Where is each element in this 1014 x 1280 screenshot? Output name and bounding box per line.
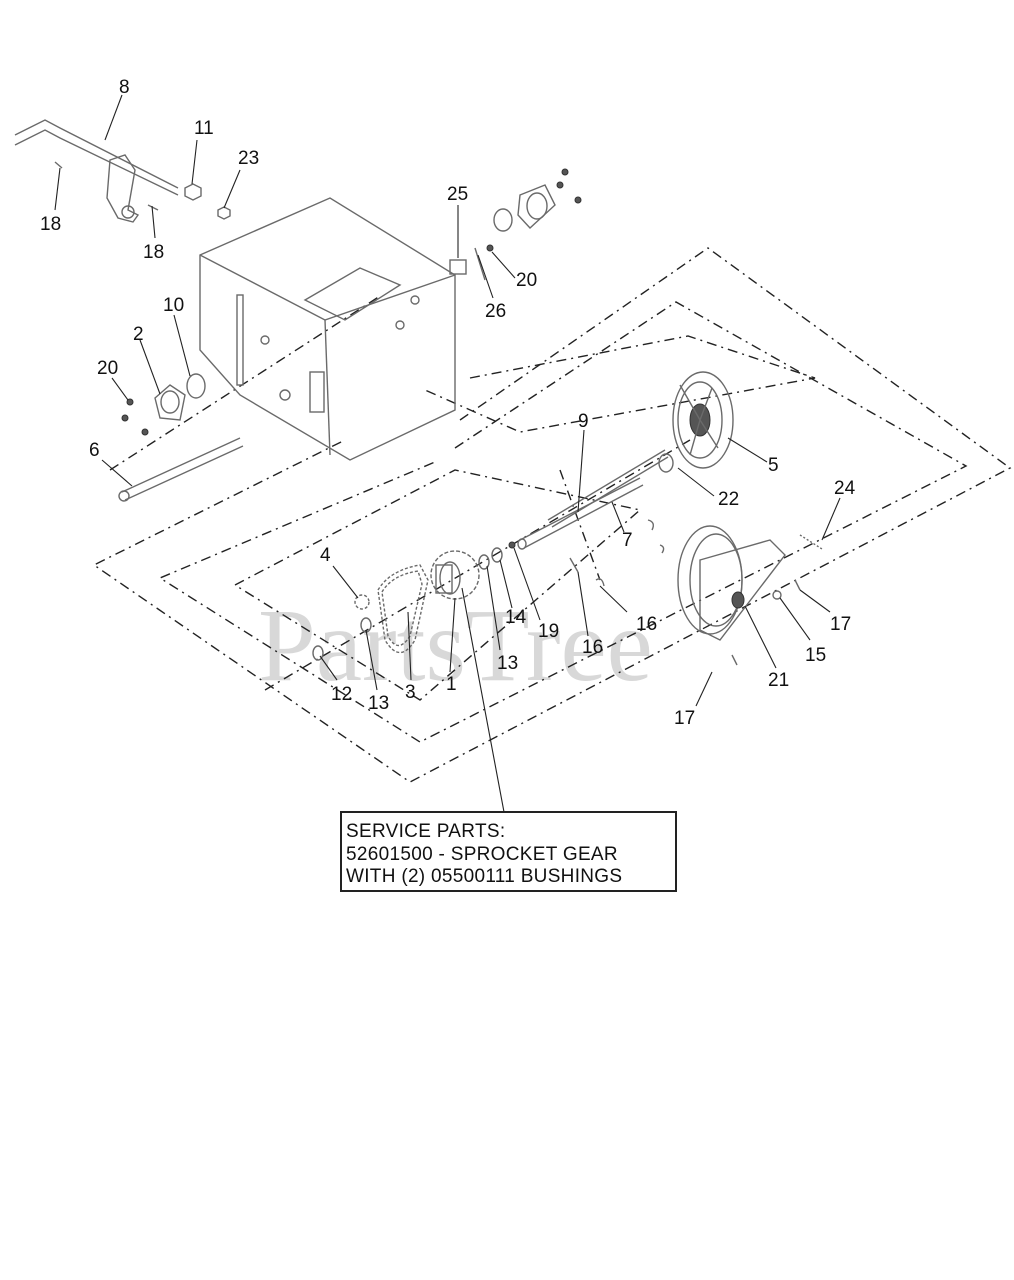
- sprocket-gear: [430, 550, 480, 600]
- callout-11: 11: [194, 118, 214, 139]
- callout-2: 2: [133, 324, 144, 345]
- callout-5: 5: [768, 455, 779, 476]
- callout-26: 26: [485, 301, 506, 322]
- shaft-axis-3: [559, 469, 601, 581]
- note-line-2: 52601500 - SPROCKET GEAR: [346, 844, 618, 865]
- callout-13-left: 13: [368, 693, 389, 714]
- callout-25: 25: [447, 184, 468, 205]
- callout-7: 7: [622, 530, 633, 551]
- drive-chain: [377, 564, 429, 654]
- callout-16-right: 16: [636, 614, 657, 635]
- callout-13-right: 13: [497, 653, 518, 674]
- friction-wheel: [658, 371, 734, 473]
- shaft-axis-1: [109, 295, 381, 471]
- callout-12: 12: [331, 684, 352, 705]
- callout-16-left: 16: [582, 637, 603, 658]
- bearing-flange-top: [449, 168, 582, 281]
- drive-wheel-assembly: [677, 525, 823, 666]
- note-line-1: SERVICE PARTS:: [346, 821, 505, 842]
- callout-24: 24: [834, 478, 856, 499]
- lower-outline: [234, 469, 642, 701]
- callout-18-right: 18: [143, 242, 164, 263]
- note-frame: [340, 811, 677, 892]
- watermark: PartsTree: [258, 588, 653, 703]
- axle-rod: [118, 437, 244, 502]
- callout-21: 21: [768, 670, 789, 691]
- callout-22: 22: [718, 489, 739, 510]
- callout-20-left: 20: [97, 358, 118, 379]
- middle-outline: [158, 301, 968, 743]
- callout-20-top: 20: [516, 270, 537, 291]
- leader-lines: [54, 94, 841, 813]
- callout-14: 14: [505, 607, 527, 628]
- callout-8: 8: [119, 77, 130, 98]
- callout-1: 1: [446, 674, 457, 695]
- service-parts-note: SERVICE PARTS: 52601500 - SPROCKET GEAR …: [340, 811, 677, 892]
- callout-17-right: 17: [830, 614, 851, 635]
- callout-6: 6: [89, 440, 100, 461]
- frame-housing: [199, 197, 456, 461]
- callout-9: 9: [578, 411, 589, 432]
- shift-rod: [14, 119, 179, 223]
- callout-15: 15: [805, 645, 826, 666]
- top-hardware: [54, 161, 231, 220]
- note-line-3: WITH (2) 05500111 BUSHINGS: [346, 866, 622, 887]
- hex-shaft: [517, 449, 669, 550]
- callout-labels: 8 11 23 18 18 25 20 26 10 2 20 6 9 5 22 …: [40, 77, 856, 729]
- callout-10: 10: [163, 295, 184, 316]
- small-hardware: [312, 519, 665, 661]
- callout-17-bottom: 17: [674, 708, 695, 729]
- inner-outline: [424, 335, 816, 433]
- callout-3: 3: [405, 682, 416, 703]
- callout-23: 23: [238, 148, 259, 169]
- callout-4: 4: [320, 545, 331, 566]
- bearing-flange-left: [121, 373, 206, 436]
- callout-18-left: 18: [40, 214, 61, 235]
- callout-19: 19: [538, 621, 559, 642]
